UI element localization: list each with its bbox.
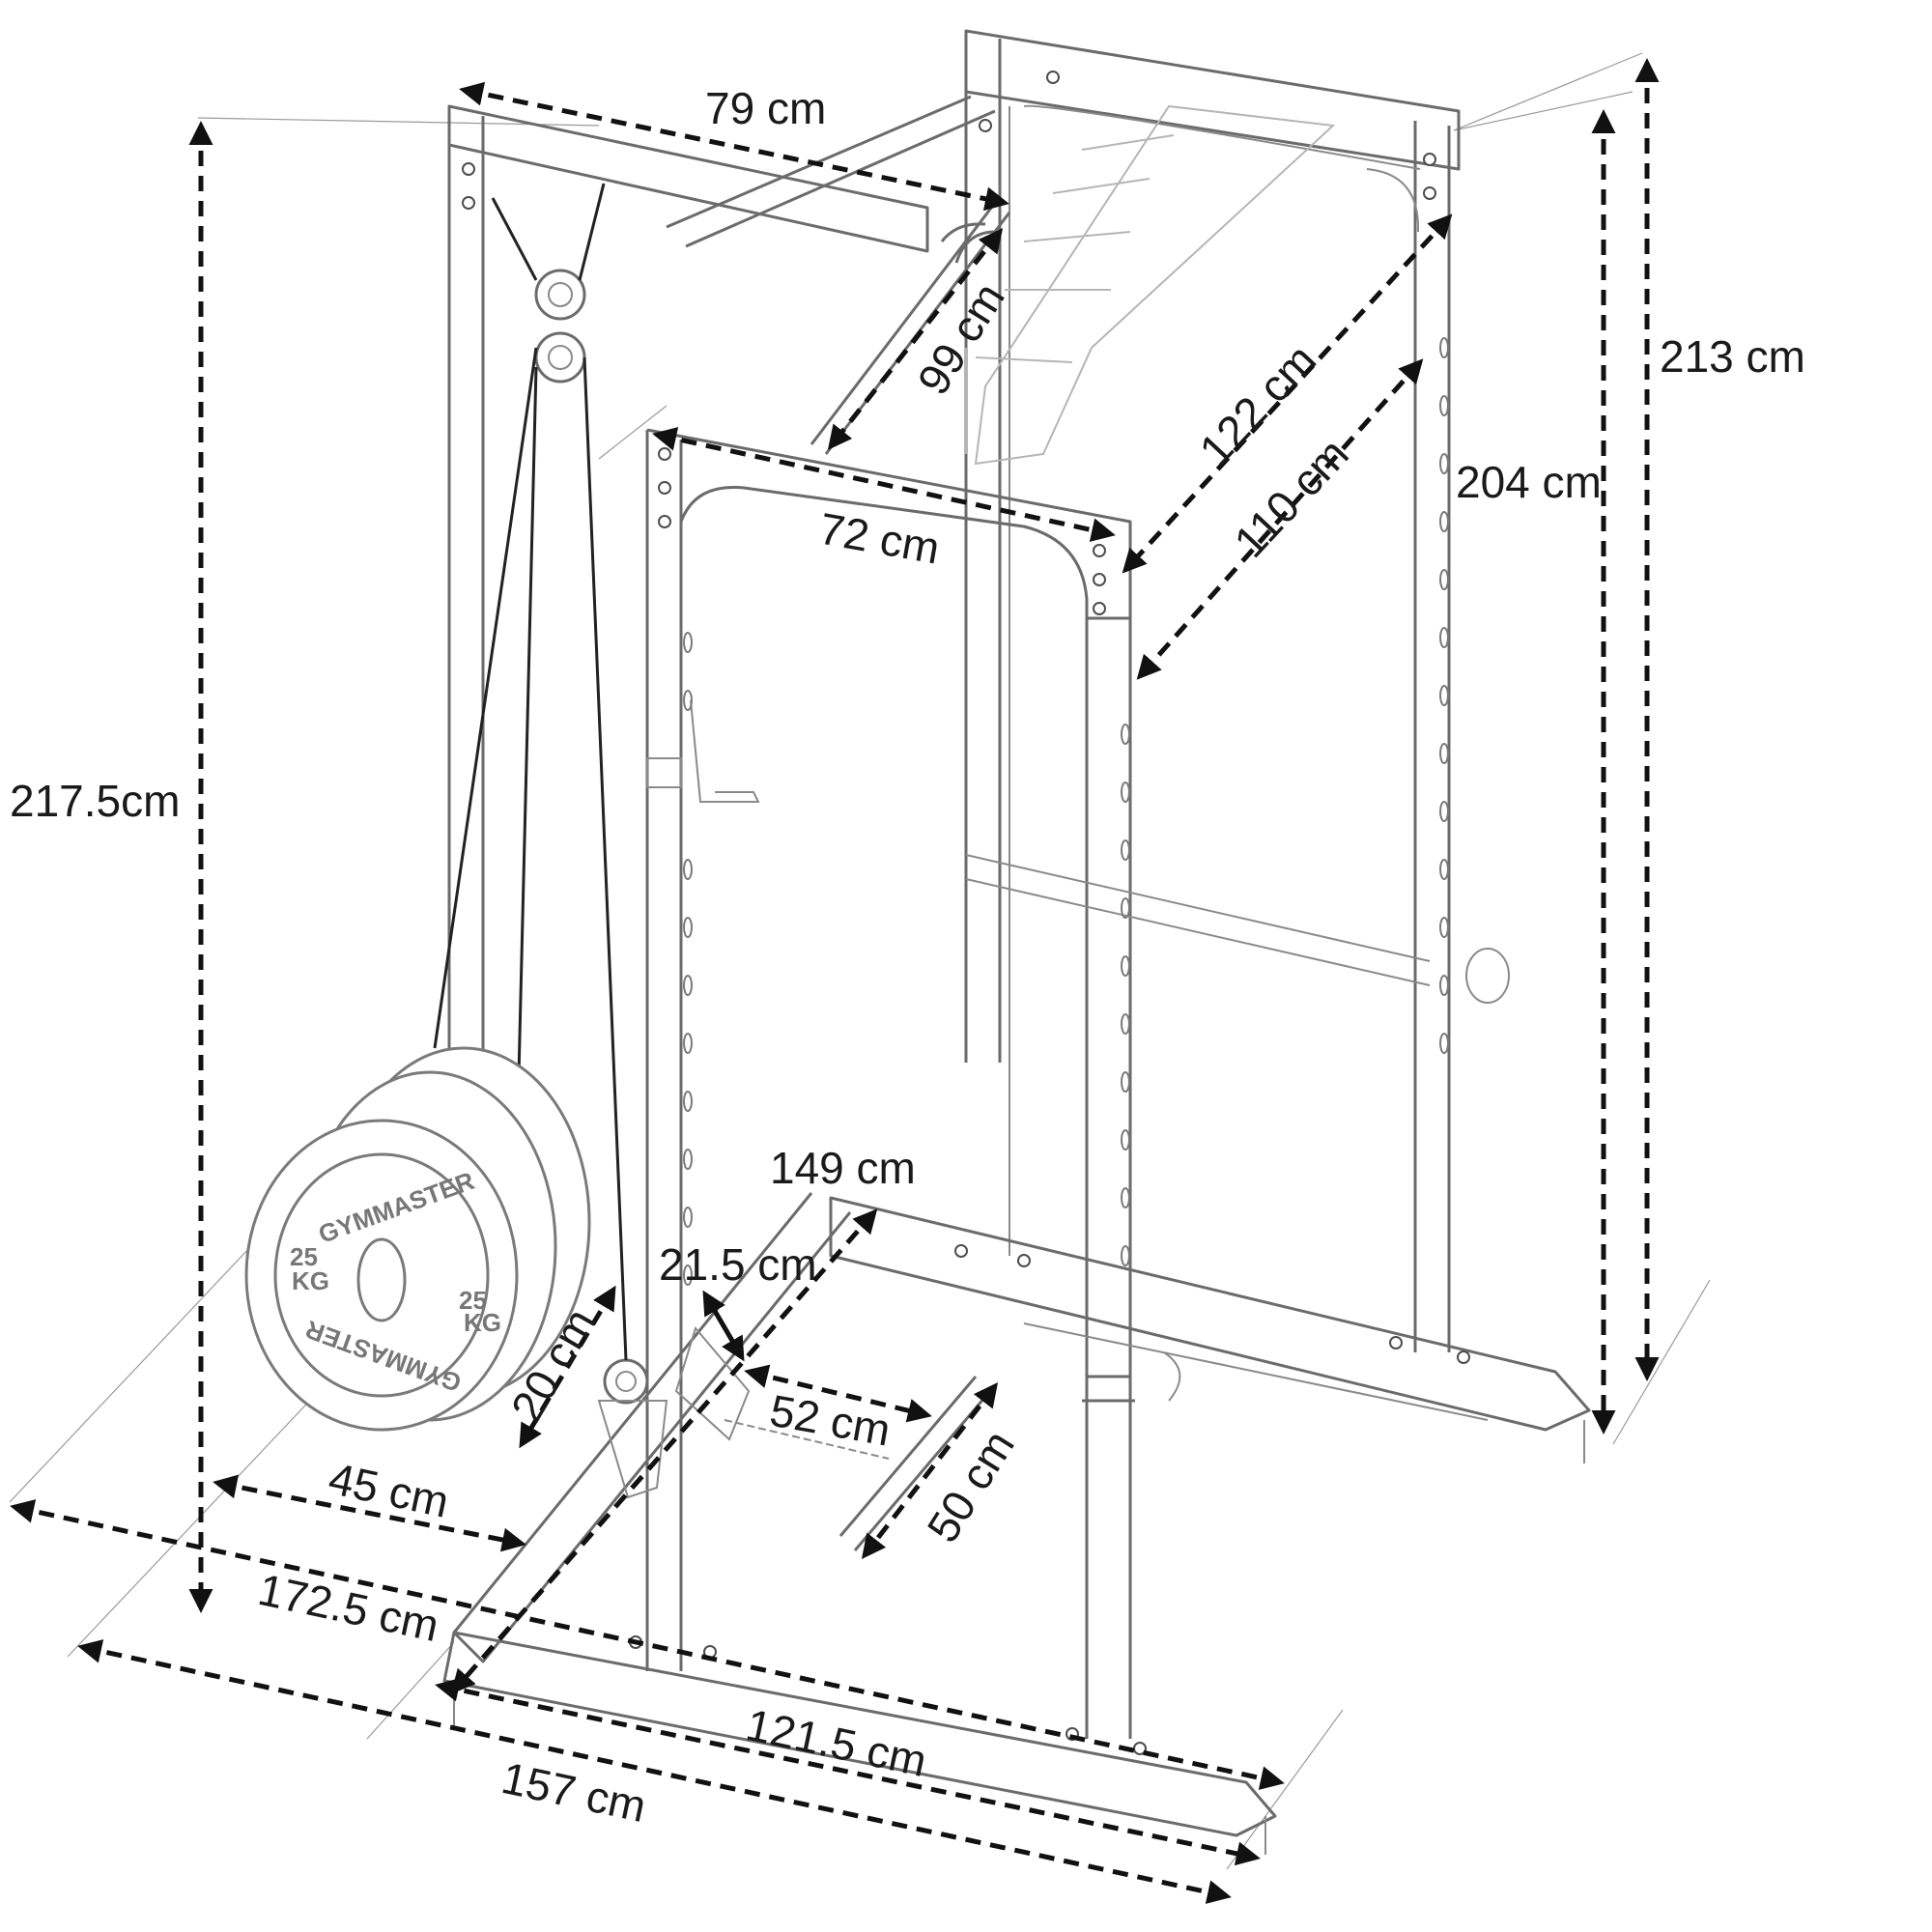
dim-label-149: 149 cm — [770, 1143, 916, 1193]
plate-unit-left: KG — [292, 1266, 329, 1295]
dimension-lines — [10, 58, 1660, 1904]
dim-line-157 — [77, 1639, 1232, 1904]
dim-label-45: 45 cm — [325, 1453, 453, 1527]
dim-line-79 — [459, 81, 1009, 212]
dim-label-99: 99 cm — [907, 274, 1013, 404]
dim-label-79: 79 cm — [705, 83, 826, 133]
dim-label-217: 217.5cm — [10, 776, 180, 826]
dim-line-172 — [10, 1499, 1285, 1790]
dim-line-99 — [827, 228, 1004, 450]
dim-line-110 — [1136, 358, 1424, 680]
dim-label-121: 121.5 cm — [742, 1699, 931, 1786]
dim-line-72 — [652, 427, 1116, 542]
dim-label-52: 52 cm — [766, 1385, 894, 1456]
plate-unit-right: KG — [464, 1308, 501, 1337]
dim-line-20 — [519, 1285, 616, 1449]
plate-weight-left: 25 — [290, 1242, 318, 1271]
dim-label-204: 204 cm — [1456, 457, 1602, 507]
dim-label-50: 50 cm — [917, 1422, 1023, 1551]
dim-label-21: 21.5 cm — [659, 1239, 817, 1290]
dim-label-172: 172.5 cm — [254, 1564, 443, 1651]
dim-label-213: 213 cm — [1660, 331, 1805, 382]
dim-line-21 — [702, 1290, 745, 1362]
